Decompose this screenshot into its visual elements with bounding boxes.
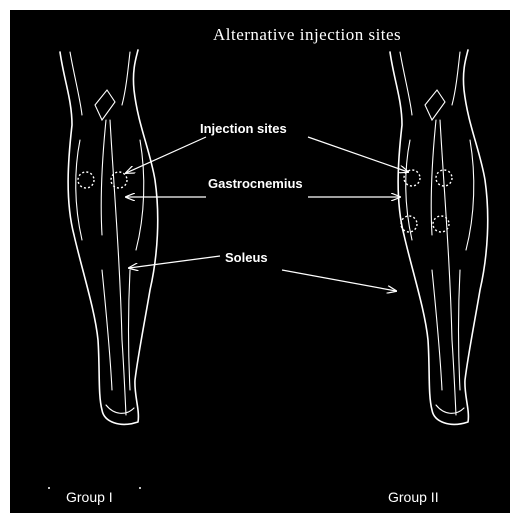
diagram-svg: Alternative injection sites (10, 10, 510, 513)
right-leg-outline (390, 50, 488, 424)
diagram-canvas: Alternative injection sites (10, 10, 510, 513)
injection-sites-pointer-right (308, 137, 408, 172)
label-soleus: Soleus (225, 250, 268, 265)
injection-site-right-upper-medial (404, 170, 420, 186)
label-gastrocnemius: Gastrocnemius (208, 176, 303, 191)
group-2-label: Group II (388, 489, 439, 505)
soleus-pointer-right (282, 270, 396, 291)
dot-marker (139, 487, 141, 489)
injection-site-left-medial (78, 172, 94, 188)
dot-marker (48, 487, 50, 489)
diagram-title: Alternative injection sites (213, 25, 401, 44)
label-injection-sites: Injection sites (200, 121, 287, 136)
group-1-label: Group I (66, 489, 113, 505)
soleus-pointer-left (129, 256, 220, 268)
left-leg-outline (60, 50, 158, 424)
injection-sites-pointer-left (126, 137, 206, 173)
